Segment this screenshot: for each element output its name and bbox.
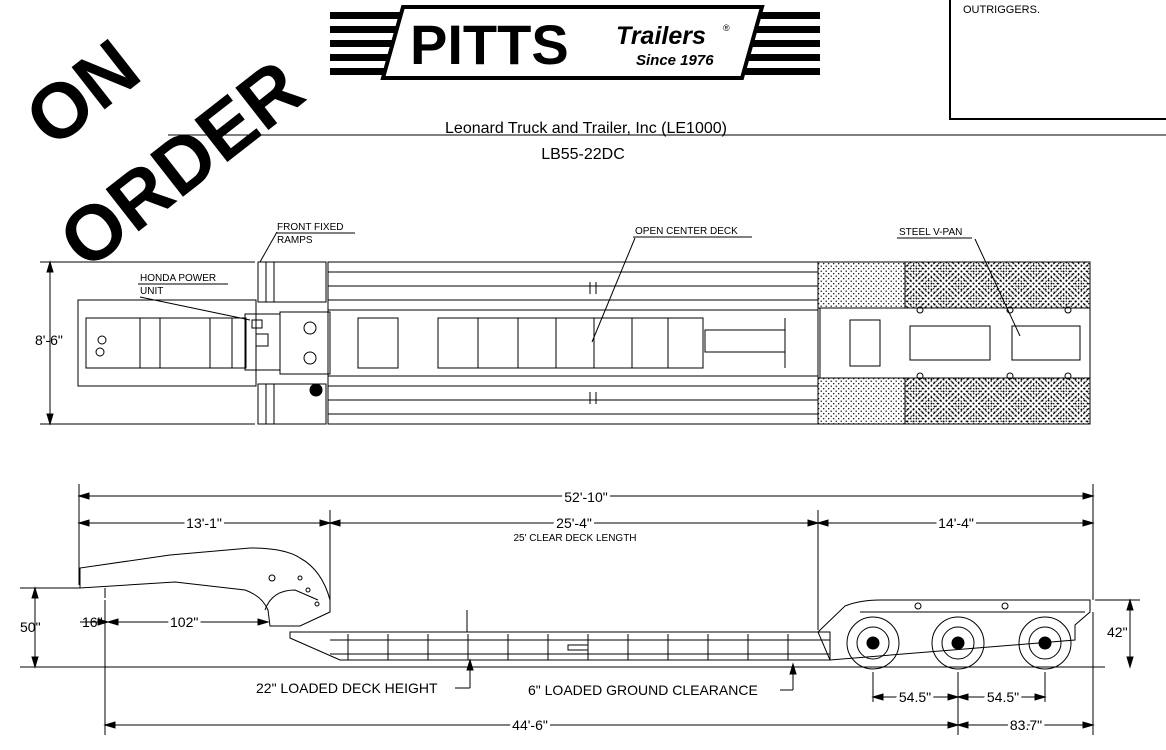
dim-height-front: 50"	[20, 619, 41, 635]
pitts-logo: PITTS Trailers ® Since 1976	[330, 5, 820, 80]
logo-since: Since 1976	[636, 52, 714, 69]
label-front-fixed-2: RAMPS	[277, 235, 313, 246]
logo-brand: PITTS	[410, 13, 569, 76]
customer-title: Leonard Truck and Trailer, Inc (LE1000)	[445, 120, 727, 137]
dim-ground-clearance: 6" LOADED GROUND CLEARANCE	[528, 682, 758, 698]
top-view	[40, 231, 1091, 426]
dim-16: 16"	[82, 614, 103, 630]
label-honda-2: UNIT	[140, 286, 163, 297]
dim-gooseneck: 13'-1"	[186, 515, 222, 531]
label-open-center: OPEN CENTER DECK	[635, 226, 738, 237]
dim-rear-overhang: 83.7"	[1010, 717, 1042, 733]
model-title: LB55-22DC	[541, 146, 625, 163]
logo-sub: Trailers	[616, 22, 706, 50]
dim-rear: 14'-4"	[938, 515, 974, 531]
notes-text: OUTRIGGERS.	[963, 4, 1041, 16]
dim-loaded-deck: 22" LOADED DECK HEIGHT	[256, 680, 438, 696]
dim-overall-length: 52'-10"	[564, 489, 607, 505]
dim-kingpin: 44'-6"	[512, 717, 548, 733]
dim-102: 102"	[170, 614, 198, 630]
side-view	[20, 484, 1140, 735]
dim-axle-2: 54.5"	[987, 689, 1019, 705]
dim-deck-note: 25' CLEAR DECK LENGTH	[513, 533, 636, 544]
logo-reg: ®	[723, 23, 730, 33]
dim-height-rear: 42"	[1107, 624, 1128, 640]
label-front-fixed-1: FRONT FIXED	[277, 222, 343, 233]
label-honda-1: HONDA POWER	[140, 273, 216, 284]
dim-width: 8'-6"	[35, 332, 63, 348]
dim-deck: 25'-4"	[556, 515, 592, 531]
label-steel-vpan: STEEL V-PAN	[899, 227, 962, 238]
dim-axle-1: 54.5"	[899, 689, 931, 705]
notes-box: OUTRIGGERS.	[949, 0, 1166, 120]
